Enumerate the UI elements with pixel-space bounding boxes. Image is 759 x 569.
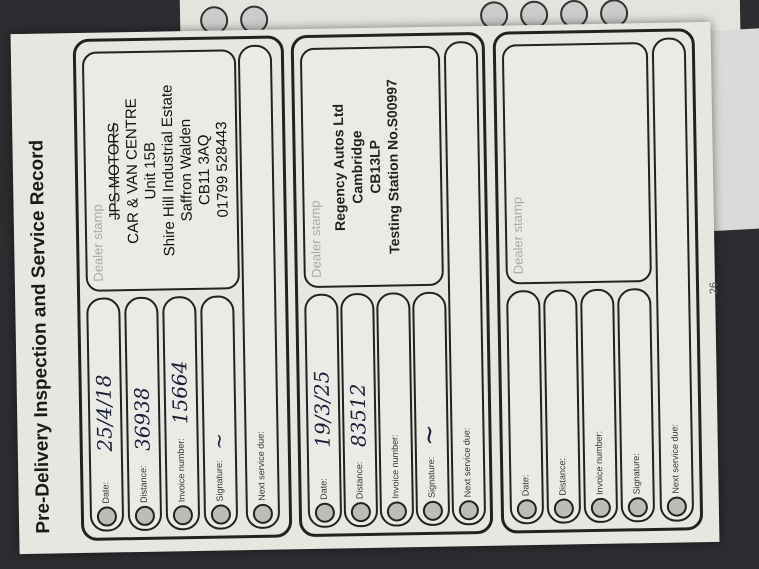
next-service-field[interactable]: Next service due:: [443, 40, 487, 526]
service-record-3: Date: Distance: Invoice number: Signatur…: [492, 28, 704, 534]
invoice-field[interactable]: Invoice number:: [376, 292, 415, 527]
circle-icon: [252, 503, 274, 524]
circle-icon: [386, 501, 408, 522]
date-field[interactable]: Date:19/3/25: [304, 293, 343, 529]
circle-icon: [96, 506, 118, 527]
circle-icon: [627, 497, 649, 518]
next-service-field[interactable]: Next service due:: [651, 37, 695, 522]
circle-icon: [666, 496, 688, 517]
circle-icon: [134, 505, 156, 527]
dealer-stamp-box: Dealer stamp: [501, 42, 652, 285]
signature-field[interactable]: Signature:~: [412, 291, 451, 527]
circle-icon: [350, 501, 372, 523]
circle-icon: [210, 504, 232, 525]
page-title: Pre-Delivery Inspection and Service Reco…: [26, 139, 55, 534]
service-record-1: Date:25/4/18 Distance:36938 Invoice numb…: [72, 35, 293, 541]
invoice-field[interactable]: Invoice number:15664: [162, 295, 201, 531]
circle-icon: [314, 502, 336, 523]
service-record-2: Date:19/3/25 Distance:83512 Invoice numb…: [290, 31, 494, 538]
distance-field[interactable]: Distance:36938: [124, 296, 163, 532]
circle-icon: [553, 498, 575, 519]
page-number: 26: [708, 281, 721, 295]
circle-icon: [590, 497, 612, 519]
dealer-stamp: Regency Autos Ltd Cambridge CB13LP Testi…: [329, 78, 403, 255]
dealer-stamp-box: Dealer stamp Regency Autos Ltd Cambridge…: [299, 45, 444, 289]
invoice-field[interactable]: Invoice number:: [580, 288, 619, 524]
distance-field[interactable]: Distance:: [543, 289, 582, 524]
circle-icon: [422, 500, 444, 522]
dealer-stamp: JPS MOTORS CAR & VAN CENTRE Unit 15B Shi…: [105, 84, 232, 257]
next-service-field[interactable]: Next service due:: [237, 44, 281, 530]
dealer-stamp-box: Dealer stamp JPS MOTORS CAR & VAN CENTRE…: [81, 49, 241, 292]
service-record-page: Pre-Delivery Inspection and Service Reco…: [10, 21, 720, 555]
circle-icon: [458, 500, 480, 521]
date-field[interactable]: Date:25/4/18: [86, 297, 125, 532]
date-field[interactable]: Date:: [506, 289, 545, 525]
circle-icon: [516, 499, 538, 520]
distance-field[interactable]: Distance:83512: [340, 292, 379, 528]
signature-field[interactable]: Signature:: [617, 288, 656, 523]
circle-icon: [172, 505, 194, 526]
signature-field[interactable]: Signature:~: [200, 295, 239, 530]
